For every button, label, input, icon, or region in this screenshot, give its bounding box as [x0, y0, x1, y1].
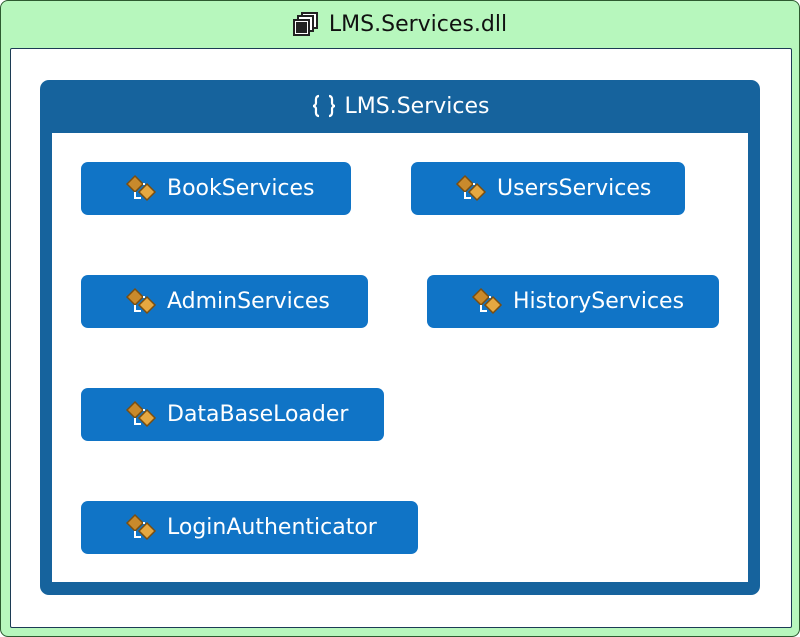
- class-label: AdminServices: [167, 289, 330, 314]
- class-node-historyservices[interactable]: HistoryServices: [427, 275, 719, 328]
- class-icon: [125, 287, 157, 315]
- assembly-header: LMS.Services.dll: [1, 1, 799, 47]
- class-label: HistoryServices: [513, 289, 685, 314]
- class-label: BookServices: [167, 176, 315, 201]
- class-node-databaseloader[interactable]: DataBaseLoader: [81, 388, 384, 441]
- class-icon: [125, 400, 157, 428]
- namespace-braces-icon: [312, 94, 335, 118]
- class-icon: [455, 174, 487, 202]
- class-label: DataBaseLoader: [167, 402, 349, 427]
- class-node-loginauthenticator[interactable]: LoginAuthenticator: [81, 501, 418, 554]
- assembly-icon: [292, 12, 318, 36]
- class-node-adminservices[interactable]: AdminServices: [81, 275, 368, 328]
- class-label: LoginAuthenticator: [167, 515, 377, 540]
- namespace-header: LMS.Services: [40, 80, 760, 132]
- class-node-usersservices[interactable]: UsersServices: [411, 162, 685, 215]
- namespace-title: LMS.Services: [344, 93, 490, 119]
- class-label: UsersServices: [497, 176, 652, 201]
- class-node-bookservices[interactable]: BookServices: [81, 162, 351, 215]
- assembly-title: LMS.Services.dll: [328, 11, 508, 37]
- class-icon: [125, 513, 157, 541]
- class-icon: [471, 287, 503, 315]
- class-icon: [125, 174, 157, 202]
